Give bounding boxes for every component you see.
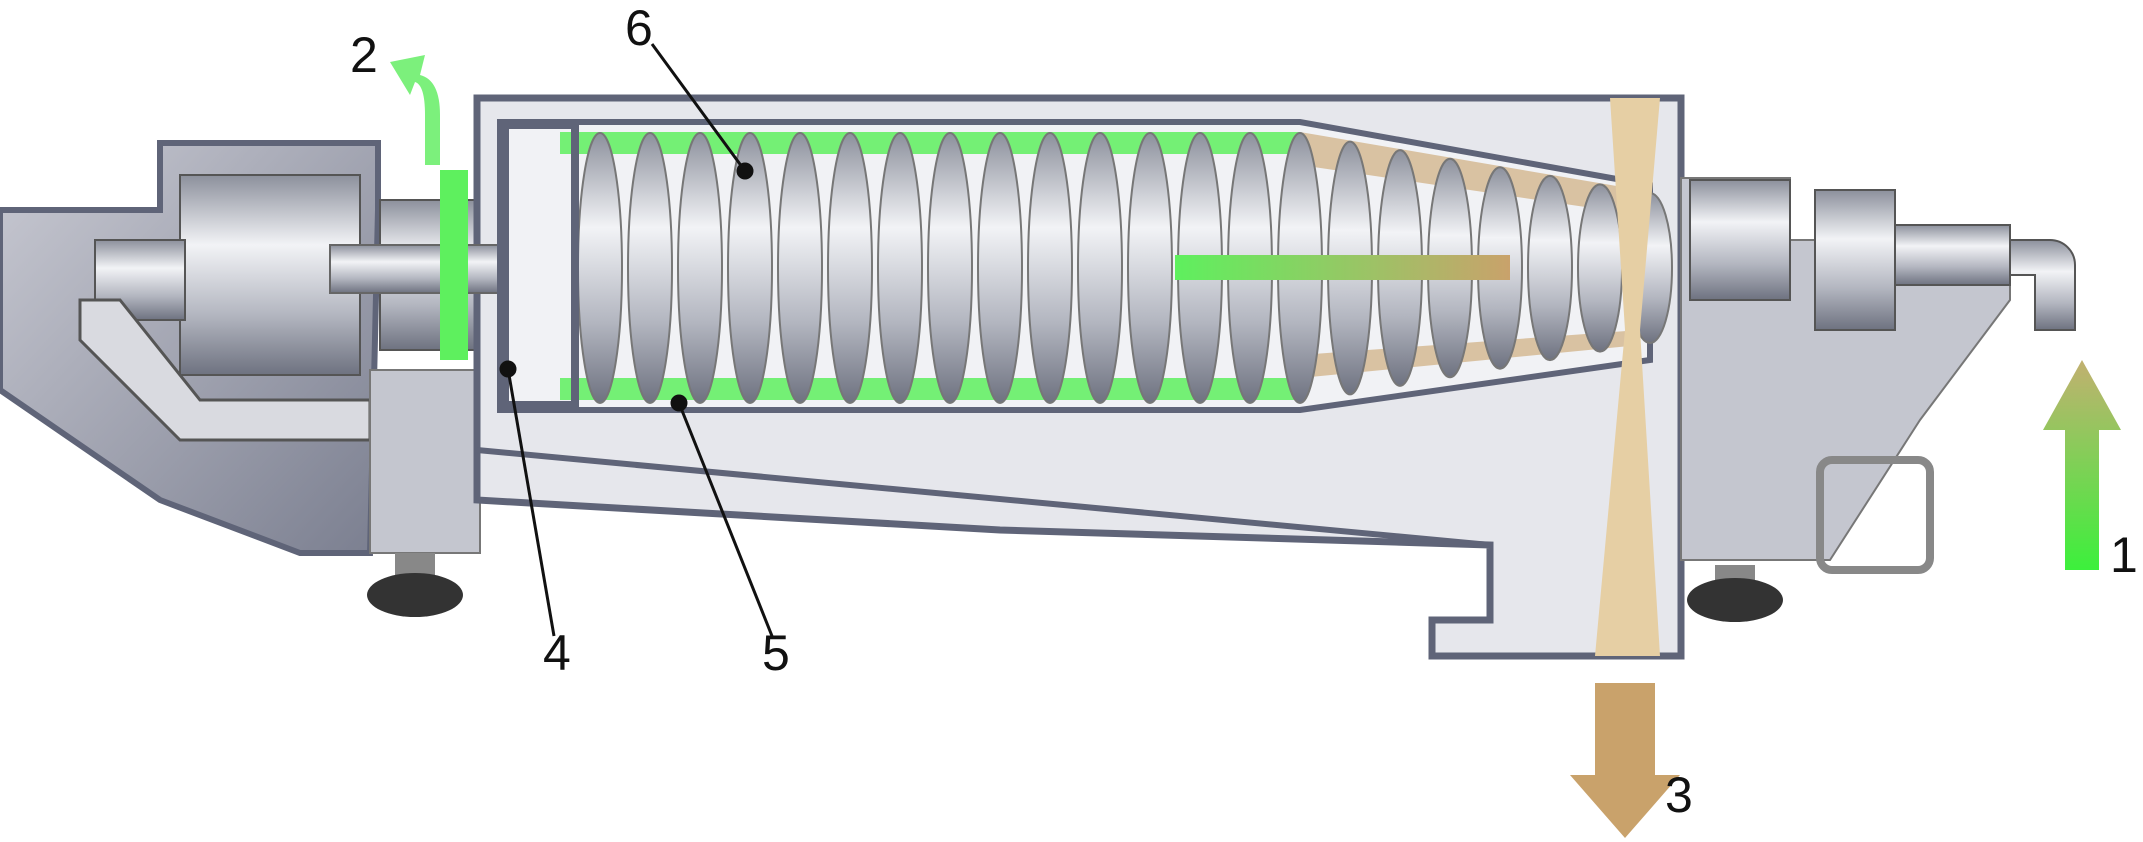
liquid-outlet-arrow	[390, 55, 440, 165]
label-solids-outlet: 3	[1665, 767, 1693, 823]
scroll-flight	[777, 132, 823, 404]
scroll-flight	[1577, 183, 1623, 353]
label-bowl: 5	[762, 625, 790, 681]
scroll-flight	[977, 132, 1023, 404]
scroll-flight	[927, 132, 973, 404]
leader-lines	[499, 43, 774, 637]
scroll-flight	[627, 132, 673, 404]
liquid-discharge	[440, 121, 579, 409]
label-weir: 4	[543, 625, 571, 681]
scroll-flight	[1527, 174, 1573, 362]
scroll-flight	[877, 132, 923, 404]
scroll-flight	[1077, 132, 1123, 404]
scroll-flight	[827, 132, 873, 404]
left-foot	[367, 553, 463, 617]
feed-assembly	[1680, 177, 2076, 622]
scroll-flight	[727, 132, 773, 404]
scroll-flight	[677, 132, 723, 404]
solids-outlet-arrow	[1570, 683, 1680, 838]
scroll-flight	[577, 132, 623, 404]
drive-housing	[0, 140, 481, 556]
scroll-flight	[1127, 132, 1173, 404]
feed-inlet-arrow	[2043, 360, 2121, 570]
solids-stream	[1595, 98, 1660, 656]
label-inlet: 1	[2110, 527, 2138, 583]
feed-tube	[1175, 255, 1510, 280]
scroll-flight	[1027, 132, 1073, 404]
label-scroll: 6	[625, 0, 653, 56]
label-liquid-outlet: 2	[350, 27, 378, 83]
